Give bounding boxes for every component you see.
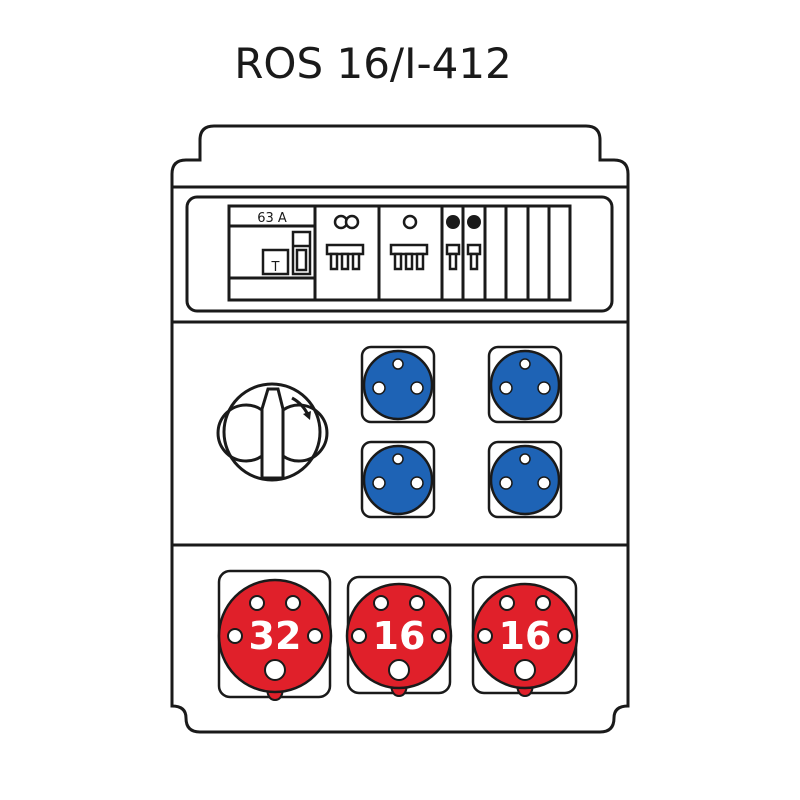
- socket-rating-label: 16: [499, 614, 552, 658]
- socket-pin-hole: [537, 476, 551, 490]
- rcd-symbol-icon: [333, 214, 360, 230]
- socket-pin-hole: [373, 595, 389, 611]
- rotary-main-switch: [216, 382, 329, 482]
- socket-pin-hole: [519, 453, 531, 465]
- switch-handle: [260, 387, 285, 480]
- socket-pin-hole: [307, 628, 323, 644]
- socket-pin-hole: [535, 595, 551, 611]
- main-switch-module: 63 A T: [229, 211, 315, 280]
- breaker-indicator-icon: [467, 215, 481, 229]
- socket-pin-hole: [499, 595, 515, 611]
- red-socket-400v-16a: 16: [471, 575, 579, 698]
- red-socket-400v-16a: 16: [345, 575, 453, 698]
- socket-pin-hole: [557, 628, 573, 644]
- socket-pin-hole: [410, 476, 424, 490]
- blue-socket-230v: [487, 440, 563, 519]
- socket-pin-hole: [499, 381, 513, 395]
- socket-pin-hole: [392, 453, 404, 465]
- socket-pin-hole: [372, 476, 386, 490]
- breaker-symbol-icon: [402, 214, 418, 230]
- blue-socket-230v: [360, 440, 436, 519]
- socket-pin-hole: [227, 628, 243, 644]
- enclosure: [170, 124, 630, 734]
- product-title: ROS 16/I-412: [234, 39, 512, 88]
- main-switch-rating: 63 A: [257, 211, 287, 226]
- blue-socket-230v: [360, 345, 436, 424]
- socket-pin-hole: [388, 659, 410, 681]
- socket-pin-hole: [409, 595, 425, 611]
- blue-socket-230v: [487, 345, 563, 424]
- breaker-lever: [466, 243, 482, 271]
- red-socket-400v-32a: 32: [217, 569, 333, 702]
- breaker-panel: 63 A T: [185, 195, 614, 313]
- socket-pin-hole: [285, 595, 301, 611]
- socket-pin-hole: [519, 358, 531, 370]
- socket-pin-hole: [372, 381, 386, 395]
- socket-pin-hole: [514, 659, 536, 681]
- breaker-indicator-icon: [446, 215, 460, 229]
- socket-pin-hole: [537, 381, 551, 395]
- socket-pin-hole: [431, 628, 447, 644]
- breaker-lever: [389, 243, 429, 271]
- test-button: [261, 248, 290, 276]
- socket-pin-hole: [477, 628, 493, 644]
- rcd-lever: [325, 243, 365, 271]
- socket-rating-label: 16: [373, 614, 426, 658]
- socket-pin-hole: [410, 381, 424, 395]
- socket-pin-hole: [249, 595, 265, 611]
- socket-pin-hole: [264, 659, 286, 681]
- breaker-lever: [445, 243, 461, 271]
- socket-pin-hole: [499, 476, 513, 490]
- test-button-symbol: T: [271, 260, 280, 275]
- socket-rating-label: 32: [249, 614, 302, 658]
- socket-pin-hole: [392, 358, 404, 370]
- socket-pin-hole: [351, 628, 367, 644]
